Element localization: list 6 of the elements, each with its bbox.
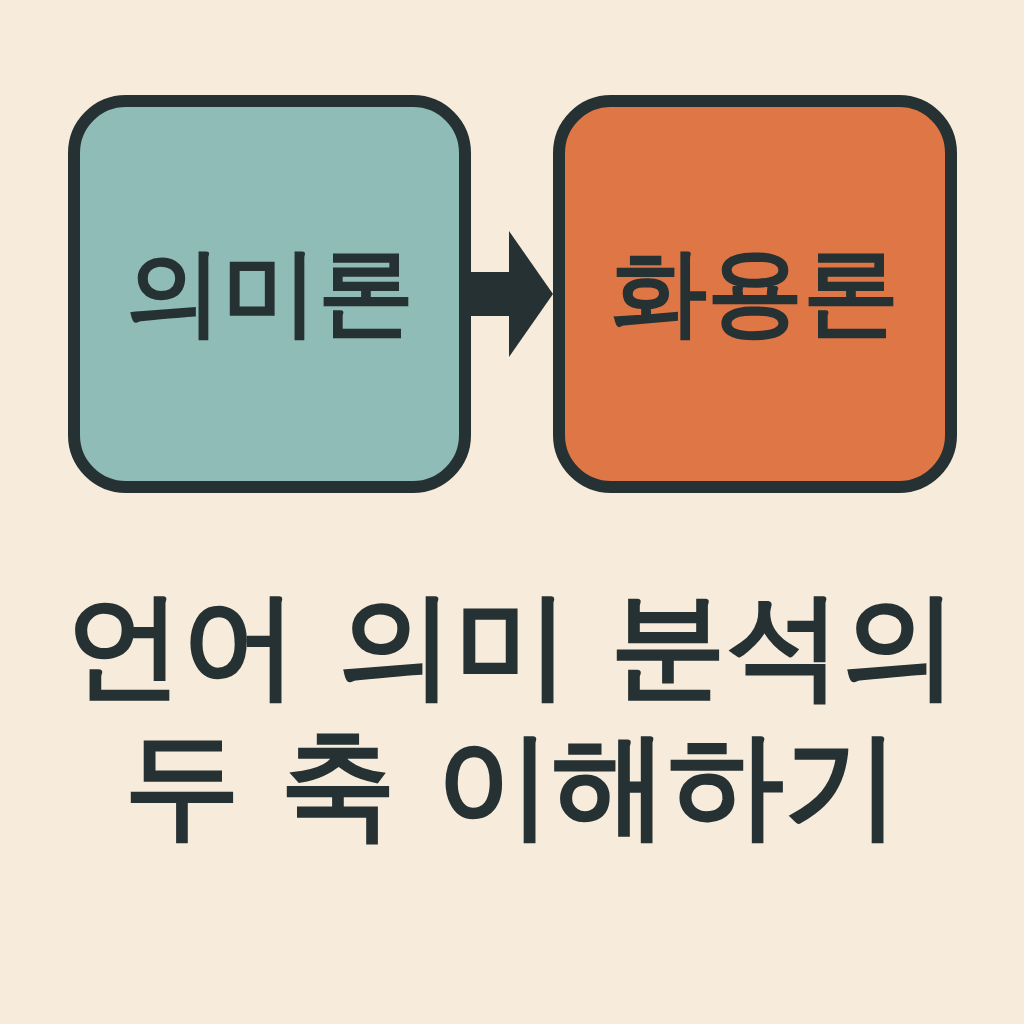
box-label: 화용론 <box>611 235 899 350</box>
arrow <box>471 231 553 357</box>
box-label: 의미론 <box>125 235 414 350</box>
concept-box <box>553 95 957 493</box>
title: 언어 의미 분석의 두 축 이해하기 <box>64 576 960 854</box>
concept-box <box>68 95 471 493</box>
